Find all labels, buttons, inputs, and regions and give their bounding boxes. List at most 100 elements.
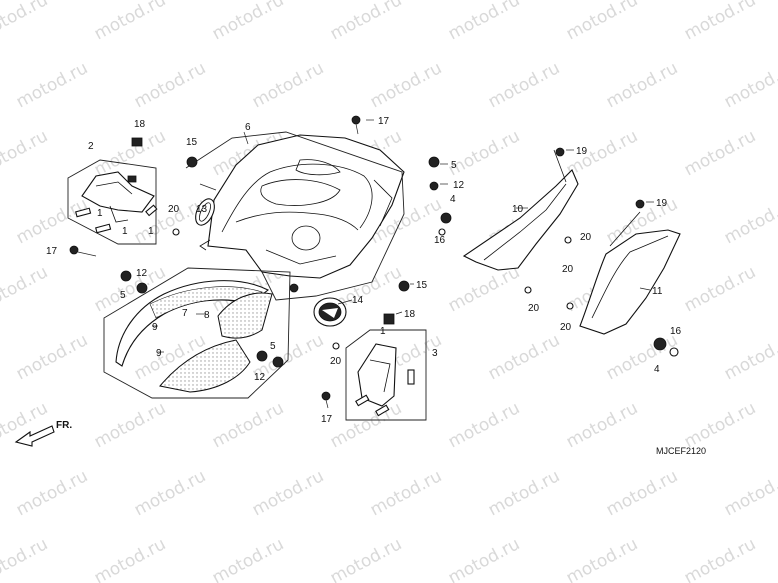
watermark-text: motod.ru <box>249 58 327 112</box>
callout-17: 17 <box>378 116 390 127</box>
watermark-text: motod.ru <box>13 194 91 248</box>
watermark-text: motod.ru <box>563 534 641 583</box>
callout-5c: 5 <box>270 341 276 352</box>
callout-4b: 4 <box>654 364 660 375</box>
side-cover-11 <box>579 211 681 335</box>
callout-3: 3 <box>432 348 438 359</box>
callout-19b: 19 <box>656 198 668 209</box>
watermark-text: motod.ru <box>327 398 405 452</box>
watermark-text: motod.ru <box>681 0 759 44</box>
callout-20d: 20 <box>528 303 540 314</box>
watermark-text: motod.ru <box>563 126 641 180</box>
watermark-text: motod.ru <box>445 534 523 583</box>
callout-15: 15 <box>186 137 198 148</box>
watermark-text: motod.ru <box>445 0 523 44</box>
callout-4: 4 <box>450 194 456 205</box>
watermark-text: motod.ru <box>485 330 563 384</box>
tank-cover <box>199 134 405 279</box>
callout-10: 10 <box>512 204 524 215</box>
watermark-text: motod.ru <box>327 0 405 44</box>
watermark-text: motod.ru <box>681 398 759 452</box>
bracket-2 <box>75 171 158 234</box>
inner-panel-8 <box>217 292 273 339</box>
ring-grommet-13 <box>195 198 215 226</box>
front-direction-arrow: FR. <box>14 420 72 447</box>
watermark-text: motod.ru <box>0 262 51 316</box>
callout-16b: 16 <box>670 326 682 337</box>
watermark-text: motod.ru <box>91 0 169 44</box>
watermark-text: motod.ru <box>445 126 523 180</box>
watermark-text: motod.ru <box>209 534 287 583</box>
callout-12: 12 <box>453 180 465 191</box>
watermark-text: motod.ru <box>249 466 327 520</box>
callout-7: 7 <box>182 308 188 319</box>
watermark-text: motod.ru <box>367 466 445 520</box>
watermark-text: motod.ru <box>0 126 51 180</box>
watermark-text: motod.ru <box>603 330 681 384</box>
callout-1c: 1 <box>148 226 154 237</box>
watermark-text: motod.ru <box>327 534 405 583</box>
callout-17b: 17 <box>46 246 58 257</box>
watermark-text: motod.ru <box>721 58 778 112</box>
callout-18: 18 <box>134 119 146 130</box>
callout-1a: 1 <box>97 208 103 219</box>
watermark-text: motod.ru <box>91 534 169 583</box>
bracket-3 <box>355 343 415 417</box>
watermark-text: motod.ru <box>367 58 445 112</box>
watermark-text: motod.ru <box>721 466 778 520</box>
watermark-text: motod.ru <box>603 466 681 520</box>
watermark-text: motod.ru <box>681 126 759 180</box>
callout-15b: 15 <box>416 280 428 291</box>
callout-2: 2 <box>88 141 94 152</box>
callout-9a: 9 <box>152 322 158 333</box>
watermark-text: motod.ru <box>563 0 641 44</box>
bolt-15-top <box>186 156 198 168</box>
diagram-code: MJCEF2120 <box>656 446 706 456</box>
watermark-text: motod.ru <box>681 262 759 316</box>
callout-5b: 5 <box>120 290 126 301</box>
callouts: 18 2 15 6 17 5 12 4 16 19 10 19 20 20 13… <box>46 116 682 425</box>
emblem-14 <box>313 297 347 327</box>
watermark-text: motod.ru <box>563 398 641 452</box>
watermark-text: motod.ru <box>0 534 51 583</box>
leader-lines <box>152 119 654 353</box>
callout-5: 5 <box>451 160 457 171</box>
watermark-text: motod.ru <box>721 194 778 248</box>
callout-11: 11 <box>652 286 663 297</box>
callout-20b: 20 <box>562 264 574 275</box>
callout-20e: 20 <box>560 322 572 333</box>
watermark-text: motod.ru <box>445 398 523 452</box>
callout-12c: 12 <box>254 372 266 383</box>
inner-panel-9-lower <box>159 339 251 393</box>
watermark-text: motod.ru <box>209 0 287 44</box>
watermark-text: motod.ru <box>91 398 169 452</box>
bolt-17-top <box>351 115 361 135</box>
callout-20: 20 <box>580 232 592 243</box>
callout-19: 19 <box>576 146 588 157</box>
watermark-text: motod.ru <box>209 398 287 452</box>
callout-1d: 1 <box>380 326 386 337</box>
callout-17c: 17 <box>321 414 333 425</box>
callout-6: 6 <box>245 122 251 133</box>
watermark-text: motod.ru <box>445 262 523 316</box>
callout-14: 14 <box>352 295 364 306</box>
bolt-17-left <box>69 245 97 257</box>
watermark-text: motod.ru <box>485 58 563 112</box>
callout-1b: 1 <box>122 226 128 237</box>
watermark-text: motod.ru <box>721 330 778 384</box>
watermark-text: motod.ru <box>13 58 91 112</box>
bolt-15-right <box>398 280 410 292</box>
callout-20f: 20 <box>330 356 342 367</box>
callout-18b: 18 <box>404 309 416 320</box>
bolt-17-bottom <box>321 391 331 409</box>
watermark-text: motod.ru <box>13 330 91 384</box>
watermark-text: motod.ru <box>681 534 759 583</box>
callout-8: 8 <box>204 310 210 321</box>
watermark-text: motod.ru <box>91 126 169 180</box>
callout-16: 16 <box>434 235 446 246</box>
callout-12b: 12 <box>136 268 148 279</box>
watermark-text: motod.ru <box>131 466 209 520</box>
callout-20c: 20 <box>168 204 180 215</box>
direction-label: FR. <box>56 420 72 431</box>
